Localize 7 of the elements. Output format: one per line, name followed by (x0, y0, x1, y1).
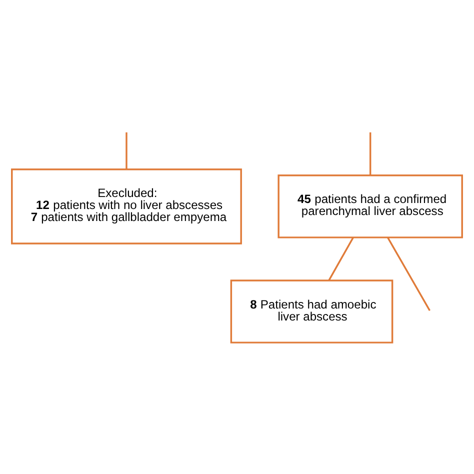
connector (386, 237, 430, 311)
connector (126, 132, 128, 169)
connector (369, 132, 372, 176)
node-box: Execluded: 12 patients with no liver abscesses 7 patients with gallbladder empyema (11, 168, 242, 244)
node-box: 45 patients had a confirmed parenchymal liver abscess (278, 174, 463, 238)
node-box: 8 Patients had amoebic liver abscess (230, 280, 394, 344)
connector (328, 237, 354, 281)
